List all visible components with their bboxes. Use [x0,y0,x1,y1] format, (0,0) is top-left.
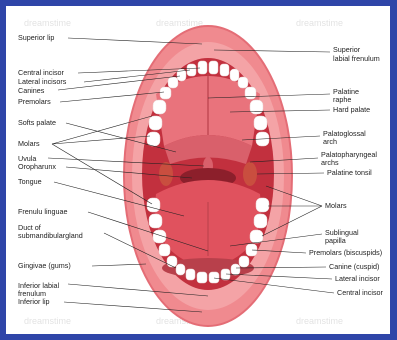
tooth-upper-central-l [198,61,207,74]
svg-text:dreamstime: dreamstime [296,316,343,326]
label-central-incisor: Central incisor [18,68,65,77]
label-premolars: Premolars [18,97,51,106]
tooth-lower-molar-r3 [250,230,263,243]
label-softs-palate: Softs palate [18,118,56,127]
labels-left: Superior lip Central incisor Lateral inc… [18,33,83,306]
label-submandibulargland: submandibulargland [18,231,83,240]
diagram-frame: dreamstime dreamstime dreamstime dreamst… [6,6,390,334]
tooth-upper-premolar-r2 [245,87,256,99]
tooth-lower-central-r [209,272,219,283]
label-canines: Canines [18,86,45,95]
label-arch: arch [323,137,337,146]
tooth-upper-molar-r1 [250,100,263,114]
tooth-upper-premolar-l2 [160,87,171,99]
tooth-upper-molar-l3 [147,132,160,146]
label-frenulu-linguae: Frenulu linguae [18,207,68,216]
tooth-lower-molar-l1 [147,198,160,212]
label-tongue: Tongue [18,177,42,186]
label-palatine-tonsil: Palatine tonsil [327,168,372,177]
tooth-upper-central-r [209,61,218,74]
label-canine-cuspid: Canine (cuspid) [329,262,379,271]
tooth-upper-premolar-r1 [238,77,248,88]
tooth-lower-premolar-l1 [159,244,170,256]
tooth-lower-molar-r1 [256,198,269,212]
tooth-lower-canine-l [176,264,185,275]
label-lateral-incisors: Lateral incisors [18,77,67,86]
tonsil-left [159,162,173,186]
tooth-upper-molar-l1 [153,100,166,114]
label-molars: Molars [18,139,40,148]
tooth-lower-premolar-r2 [239,256,249,267]
svg-text:dreamstime: dreamstime [24,316,71,326]
label-premolars-biscuspids: Premolars (biscuspids) [309,248,382,257]
mouth-anatomy-diagram: dreamstime dreamstime dreamstime dreamst… [6,6,390,334]
labels-right: Superior labial frenulum Palatine raphe … [309,45,384,297]
tooth-upper-molar-r2 [254,116,267,130]
svg-text:dreamstime: dreamstime [24,18,71,28]
tooth-lower-molar-r2 [254,214,267,228]
tooth-lower-molar-l2 [149,214,162,228]
label-papilla: papilla [325,236,346,245]
tooth-upper-lateral-r [220,64,229,76]
label-labial-frenulum: labial frenulum [333,54,380,63]
tooth-upper-canine-r [230,69,239,81]
label-inferior-lip: Inferior lip [18,297,50,306]
tooth-lower-canine-r [231,264,240,275]
label-superior: Superior [333,45,361,54]
label-hard-palate: Hard palate [333,105,370,114]
tooth-lower-lateral-r [221,269,230,280]
tooth-upper-molar-l2 [149,116,162,130]
tooth-upper-premolar-l1 [168,77,178,88]
label-archs: archs [321,158,339,167]
label-oropharunx: Oropharunx [18,162,56,171]
label-central-incisor-right: Central incisor [337,288,384,297]
tooth-lower-lateral-l [186,269,195,280]
label-lateral-incisor: Lateral incisor [335,274,380,283]
label-raphe: raphe [333,95,351,104]
tooth-lower-central-l [197,272,207,283]
tooth-lower-premolar-l2 [167,256,177,267]
label-molars-right: Molars [325,201,347,210]
svg-text:dreamstime: dreamstime [296,18,343,28]
label-gingivae: Gingivae (gums) [18,261,71,270]
tonsil-right [243,162,257,186]
label-superior-lip: Superior lip [18,33,54,42]
